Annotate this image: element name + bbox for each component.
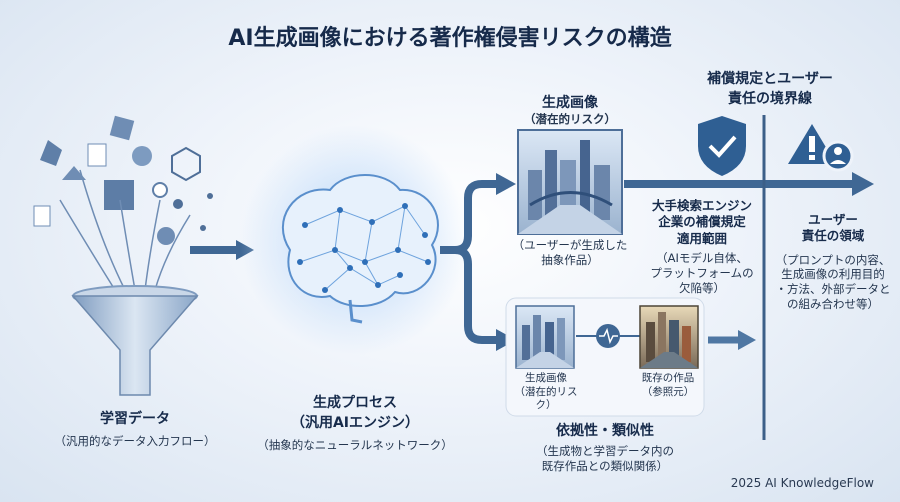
compare-left-line1: 生成画像	[525, 372, 567, 384]
process-label-line1: 生成プロセス	[313, 395, 397, 411]
molecule-icon	[173, 199, 183, 209]
gem-icon	[40, 140, 62, 166]
branch-arrow	[440, 180, 498, 344]
generated-caption-line1: （ユーザーが生成した	[512, 238, 628, 252]
user-detail-line2: 生成画像の利用目的	[781, 267, 885, 282]
file-icon	[33, 205, 51, 227]
vendor-detail-line2: プラットフォームの	[650, 265, 754, 280]
learning-data-sub: （汎用的なデータ入力フロー）	[54, 434, 216, 448]
compare-right-line2: （参照元）	[641, 385, 695, 398]
boundary-title-line2: 責任の境界線	[728, 91, 812, 107]
data-stream	[59, 169, 191, 291]
vendor-detail-line3: 欠陥等）	[679, 280, 725, 295]
generated-image	[517, 129, 623, 235]
polyhedron-icon	[171, 146, 201, 182]
footer-credit: 2025 AI KnowledgeFlow	[730, 476, 874, 490]
data-icons	[33, 115, 213, 245]
learning-data-label: 学習データ	[100, 411, 170, 427]
pie-chart-icon	[132, 146, 152, 166]
user-detail-line1: （プロンプトの内容、	[775, 252, 891, 267]
boundary-title-line1: 補償規定とユーザー	[707, 71, 833, 87]
vendor-title-line3: 適用範囲	[676, 230, 727, 246]
compare-label: 依拠性・類似性	[556, 423, 654, 439]
compare-sub-line2: 既存作品との類似関係）	[541, 458, 669, 473]
comparison-generated-image	[515, 305, 575, 369]
compare-sub-line1: （生成物と学習データ内の	[536, 444, 674, 458]
user-title-line1: ユーザー	[808, 212, 858, 227]
vendor-title-line2: 企業の補償規定	[658, 214, 746, 230]
compare-left-line2: （潜在的リスク）	[514, 385, 578, 412]
similarity-link-icon	[576, 324, 640, 348]
vendor-title-line1: 大手検索エンジン	[651, 198, 752, 213]
process-sub: （抽象的なニューラルネットワーク）	[257, 438, 453, 452]
funnel	[71, 285, 199, 396]
triangle-icon	[62, 166, 86, 180]
shield-icon	[698, 116, 746, 176]
process-label-line2: （汎用AIエンジン）	[290, 415, 420, 431]
cube-icon	[109, 115, 135, 141]
warning-user-icon	[788, 124, 854, 172]
user-detail-line4: の組み合わせ等）	[787, 297, 879, 312]
user-detail-line3: ・方法、外部データと	[775, 282, 891, 297]
generated-label-line1: 生成画像	[542, 95, 598, 111]
document-icon	[87, 143, 107, 167]
page-title: AI生成画像における著作権侵害リスクの構造	[228, 26, 672, 51]
vendor-detail-line1: （AIモデル自体、	[656, 250, 748, 265]
generated-caption-line2: 抽象作品）	[541, 252, 599, 267]
compare-right-line1: 既存の作品	[641, 372, 695, 384]
large-cube-icon	[104, 180, 134, 210]
generated-label-line2: （潜在的リスク）	[524, 112, 616, 126]
node-icon	[152, 182, 168, 198]
globe-icon	[157, 227, 175, 245]
brain-icon	[240, 125, 470, 355]
existing-work-image	[639, 305, 699, 369]
user-title-line2: 責任の領域	[801, 228, 865, 244]
